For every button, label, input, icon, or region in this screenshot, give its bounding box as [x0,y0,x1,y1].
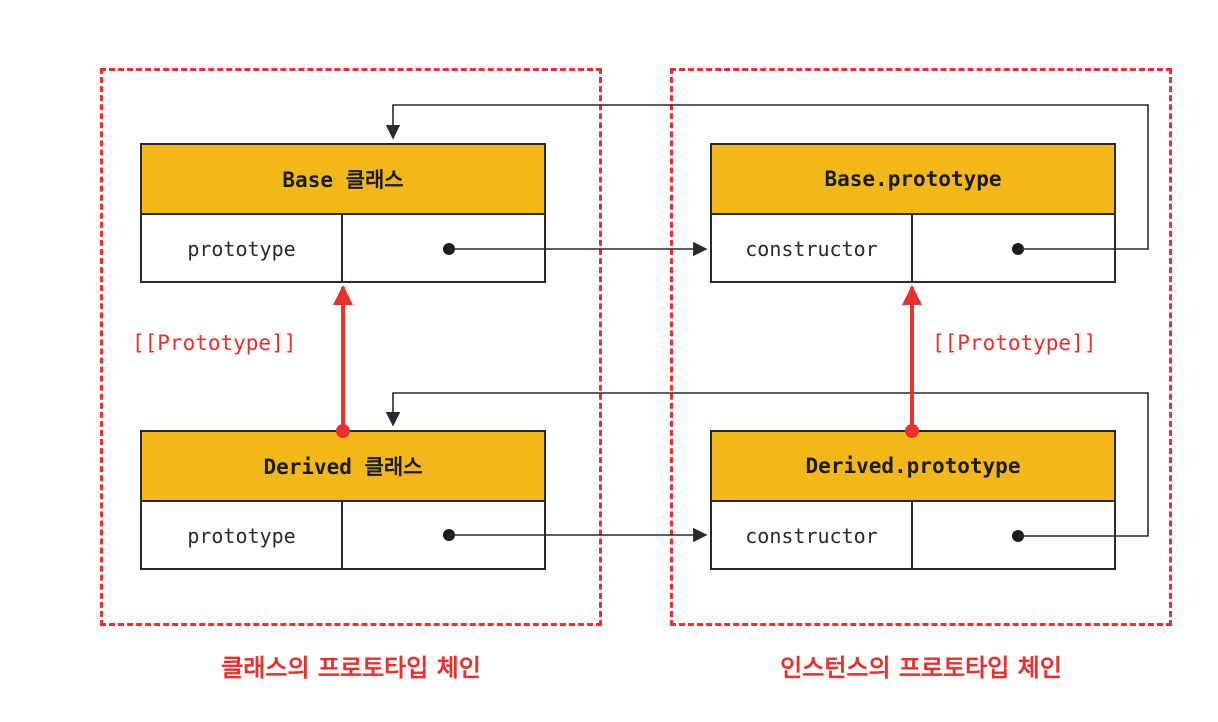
derived-class-prototype-key: prototype [142,502,343,570]
class-chain-label: [[Prototype]] [132,331,297,355]
derived-class-title: Derived 클래스 [142,432,544,502]
derived-class-node: Derived 클래스 prototype [140,430,546,570]
derived-prototype-node: Derived.prototype constructor [710,430,1116,570]
base-constructor-link [385,104,1149,255]
derived-constructor-link [385,392,1149,542]
base-class-prototype-key: prototype [142,215,343,283]
base-class-title: Base 클래스 [142,145,544,215]
derived-prototype-constructor-key: constructor [712,502,913,570]
base-class-node: Base 클래스 prototype [140,143,546,283]
derived-prototype-link [443,527,708,543]
class-chain-group [100,68,602,626]
base-constructor-arrow [385,104,1149,250]
class-prototype-chain-link [333,285,353,438]
instance-chain-caption: 인스턴스의 프로토타입 체인 [780,654,1062,682]
derived-constructor-arrow [385,392,1149,537]
derived-prototype-title: Derived.prototype [712,432,1114,502]
class-chain-caption: 클래스의 프로토타입 체인 [221,654,481,682]
instance-chain-group [670,68,1172,626]
base-prototype-link [443,241,708,257]
derived-prototype-chain-dot [905,424,919,438]
instance-prototype-chain-link [902,285,922,438]
derived-class-chain-dot [336,424,350,438]
base-prototype-title: Base.prototype [712,145,1114,215]
base-prototype-node: Base.prototype constructor [710,143,1116,283]
instance-chain-label: [[Prototype]] [932,331,1097,355]
base-prototype-constructor-key: constructor [712,215,913,283]
